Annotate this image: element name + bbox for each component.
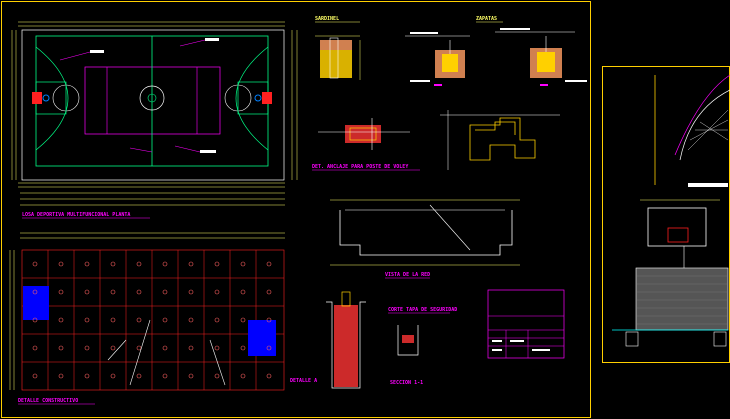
sardinel-detail[interactable]: SARDINEL	[315, 16, 361, 80]
detail-a-title: DETALLE A	[290, 378, 317, 384]
anchor-detail[interactable]: DET. ANCLAJE PARA POSTE DE VOLEY	[312, 118, 420, 171]
sardinel-title: SARDINEL	[315, 16, 339, 22]
zapatas-detail[interactable]: ZAPATAS	[405, 16, 587, 86]
sheet-frame-left	[1, 1, 591, 418]
anchor-detail-title: DET. ANCLAJE PARA POSTE DE VOLEY	[312, 164, 408, 170]
detail-a[interactable]: DETALLE A	[290, 291, 366, 389]
safety-cut[interactable]: CORTE TAPA DE SEGURIDAD SECCION 1-1	[388, 307, 457, 386]
section-title: SECCION 1-1	[390, 380, 423, 386]
court-plan-title: LOSA DEPORTIVA MULTIFUNCIONAL PLANTA	[22, 212, 130, 218]
zapatas-title: ZAPATAS	[476, 16, 497, 22]
court-plan[interactable]	[11, 21, 298, 206]
schedule-table[interactable]	[487, 289, 565, 359]
basket-stand-elevation[interactable]	[612, 74, 730, 347]
construction-detail-grid[interactable]	[9, 232, 285, 391]
step-section[interactable]	[440, 110, 560, 170]
construction-detail-title: DETALLE CONSTRUCTIVO	[18, 398, 78, 404]
wall-view-title: VISTA DE LA RED	[385, 272, 430, 278]
wall-view[interactable]: VISTA DE LA RED	[330, 199, 520, 279]
safety-cut-title: CORTE TAPA DE SEGURIDAD	[388, 307, 457, 313]
